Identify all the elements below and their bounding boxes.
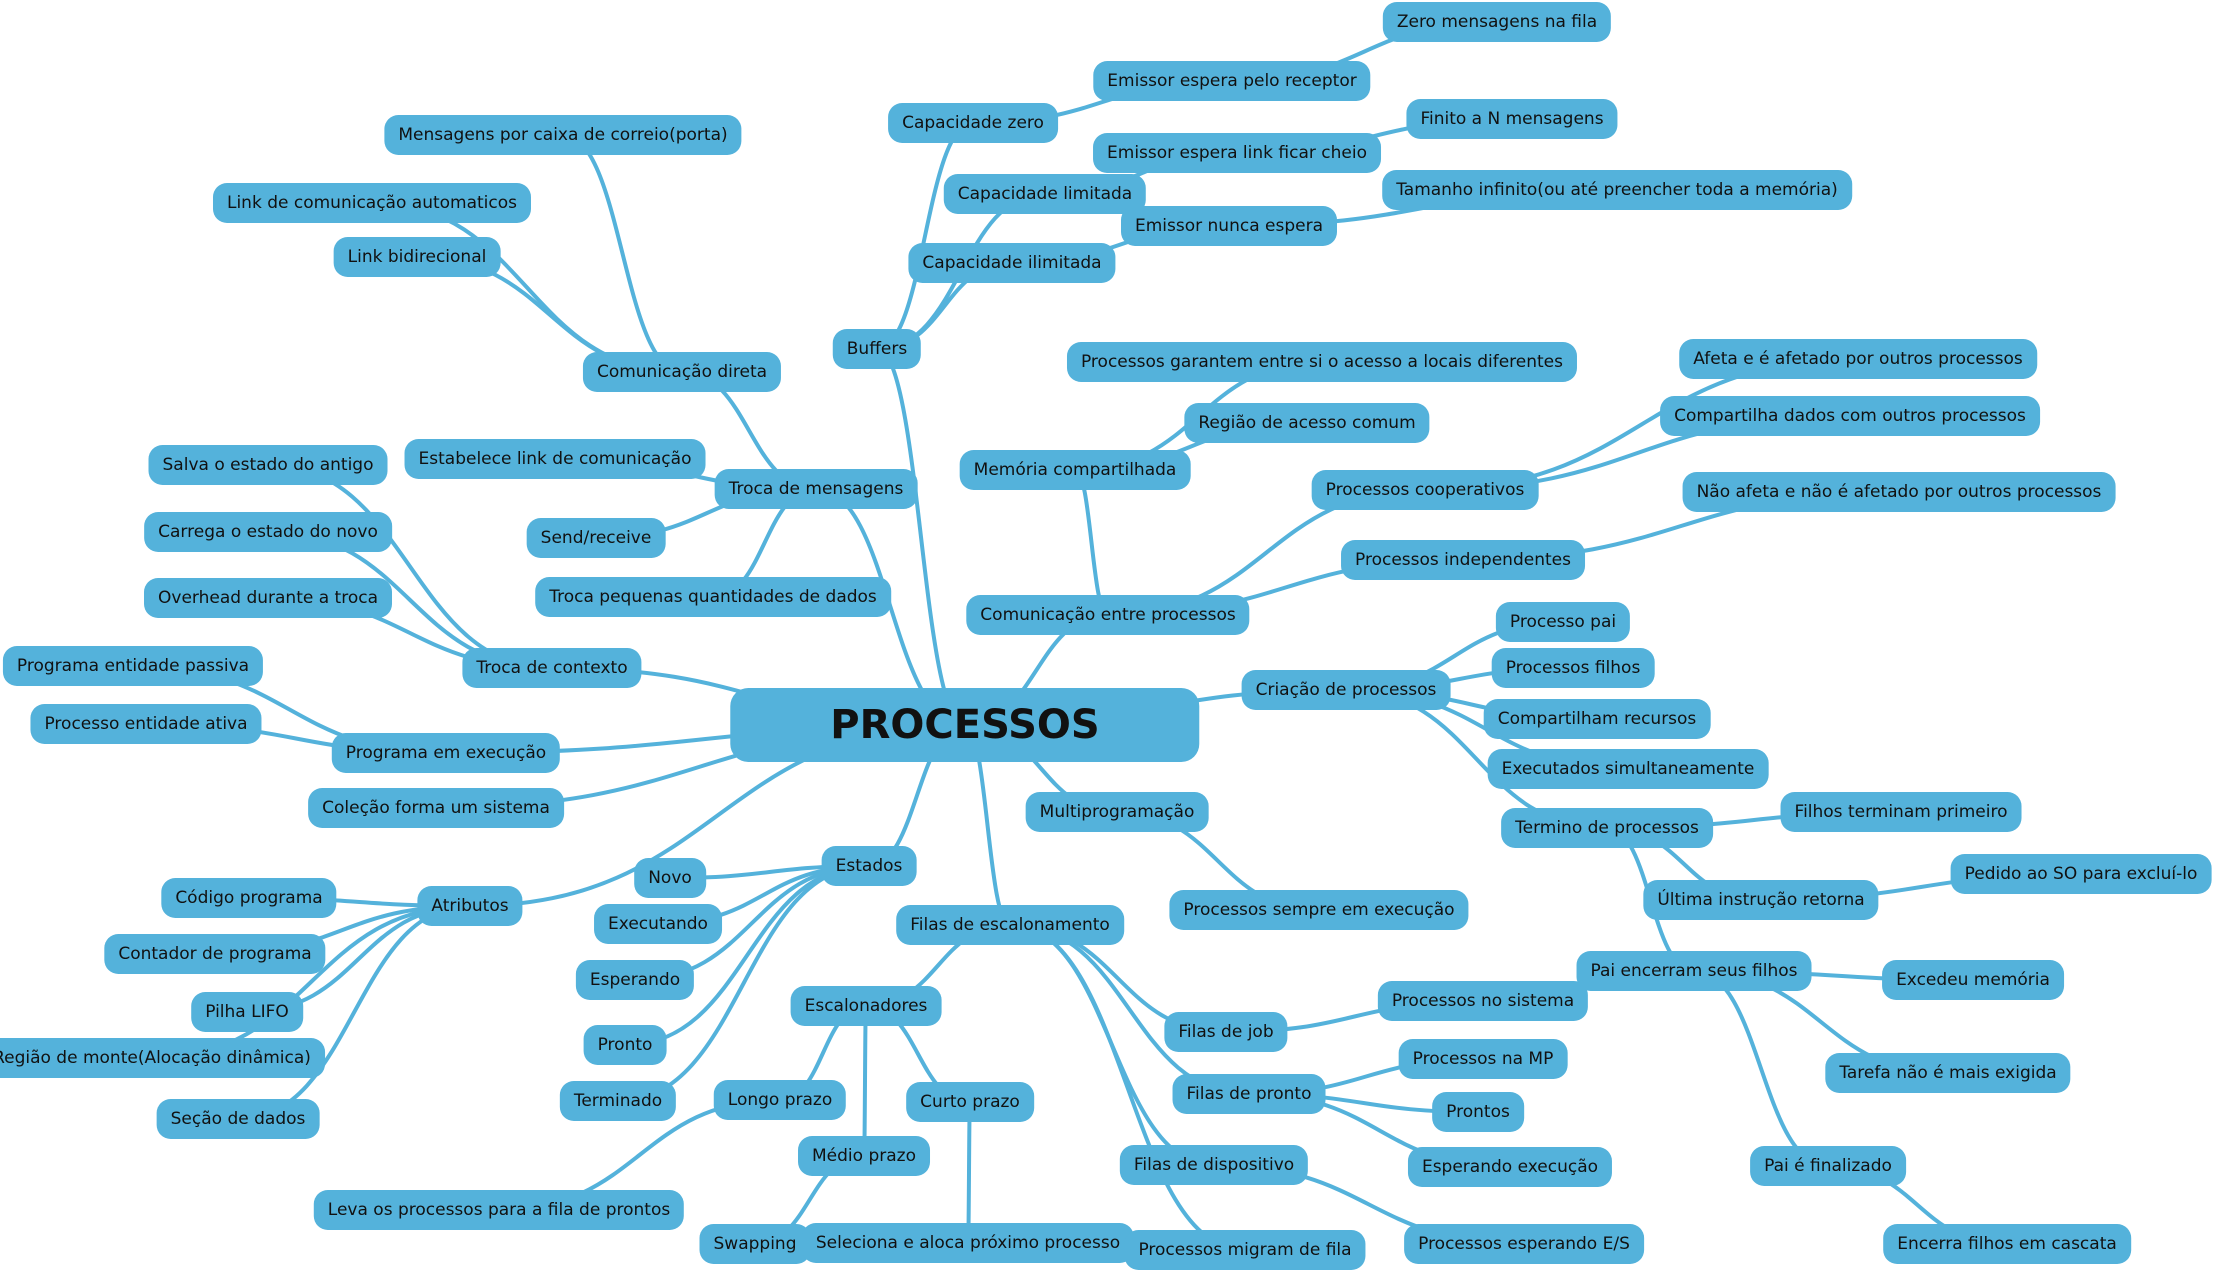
- topic-node-comp-rec: Compartilham recursos: [1483, 699, 1711, 739]
- topic-node-termino: Termino de processos: [1501, 808, 1713, 848]
- connector-filas-pronto: [1008, 923, 1251, 1096]
- topic-node-mem-comp: Memória compartilhada: [959, 450, 1191, 490]
- topic-node-pai-encerram: Pai encerram seus filhos: [1576, 951, 1812, 991]
- connector-link-auto: [370, 201, 684, 374]
- topic-node-emissor-receptor: Emissor espera pelo receptor: [1093, 61, 1371, 101]
- connector-msg-caixa: [561, 133, 684, 374]
- topic-node-exec-sim: Executados simultaneamente: [1487, 749, 1769, 789]
- topic-node-seleciona: Seleciona e aloca próximo processo: [801, 1223, 1135, 1263]
- topic-node-troca-peq: Troca pequenas quantidades de dados: [535, 577, 891, 617]
- connector-regiao-monte: [150, 904, 472, 1060]
- topic-node-proc-coop: Processos cooperativos: [1311, 470, 1539, 510]
- topic-node-link-bi: Link bidirecional: [333, 237, 501, 277]
- topic-node-executando: Executando: [594, 904, 722, 944]
- topic-node-proc-sistema: Processos no sistema: [1377, 981, 1589, 1021]
- topic-node-regiao-comum: Região de acesso comum: [1184, 403, 1430, 443]
- topic-node-prontos: Prontos: [1432, 1092, 1524, 1132]
- topic-node-medio: Médio prazo: [798, 1136, 930, 1176]
- topic-node-carrega: Carrega o estado do novo: [144, 512, 392, 552]
- topic-node-cap-limitada: Capacidade limitada: [943, 174, 1147, 214]
- topic-node-troca-ctx: Troca de contexto: [462, 648, 642, 688]
- topic-node-filas-pronto: Filas de pronto: [1172, 1074, 1326, 1114]
- topic-node-multiprog: Multiprogramação: [1025, 792, 1209, 832]
- topic-node-encerra: Encerra filhos em cascata: [1883, 1224, 2131, 1264]
- connector-mem-comp: [1073, 468, 1110, 617]
- topic-node-com-proc: Comunicação entre processos: [966, 595, 1250, 635]
- topic-node-longo: Longo prazo: [713, 1080, 847, 1120]
- topic-node-excedeu: Excedeu memória: [1882, 960, 2064, 1000]
- topic-node-com-direta: Comunicação direta: [582, 352, 782, 392]
- topic-node-garantem: Processos garantem entre si o acesso a l…: [1066, 342, 1578, 382]
- connector-buffers: [875, 347, 967, 727]
- topic-node-msg-caixa: Mensagens por caixa de correio(porta): [384, 115, 742, 155]
- topic-node-prog-passiva: Programa entidade passiva: [2, 646, 264, 686]
- topic-node-prog-exec: Programa em execução: [331, 733, 561, 773]
- topic-node-cap-zero: Capacidade zero: [888, 103, 1058, 143]
- topic-node-proc-mp: Processos na MP: [1398, 1039, 1568, 1079]
- topic-node-regiao-monte: Região de monte(Alocação dinâmica): [0, 1038, 325, 1078]
- connector-medio: [862, 1004, 868, 1158]
- topic-node-pilha: Pilha LIFO: [191, 992, 303, 1032]
- topic-node-leva-proc: Leva os processos para a fila de prontos: [313, 1190, 685, 1230]
- topic-node-colecao: Coleção forma um sistema: [308, 788, 564, 828]
- topic-node-terminado: Terminado: [559, 1081, 677, 1121]
- topic-node-estabelece: Estabelece link de comunicação: [404, 439, 706, 479]
- topic-node-cod-prog: Código programa: [161, 878, 337, 918]
- topic-node-finito: Finito a N mensagens: [1406, 99, 1618, 139]
- topic-node-filas-esc: Filas de escalonamento: [896, 905, 1124, 945]
- topic-node-proc-indep: Processos independentes: [1341, 540, 1585, 580]
- topic-node-estados: Estados: [821, 846, 917, 886]
- topic-node-tam-infinito: Tamanho infinito(ou até preencher toda a…: [1382, 170, 1852, 210]
- topic-node-filhos-term: Filhos terminam primeiro: [1780, 792, 2022, 832]
- topic-node-novo: Novo: [634, 858, 706, 898]
- topic-node-proc-es: Processos esperando E/S: [1404, 1224, 1644, 1264]
- topic-node-afeta: Afeta e é afetado por outros processos: [1679, 339, 2037, 379]
- topic-node-compartilha: Compartilha dados com outros processos: [1660, 396, 2040, 436]
- topic-node-proc-filhos: Processos filhos: [1491, 648, 1655, 688]
- topic-node-filas-disp: Filas de dispositivo: [1119, 1145, 1309, 1185]
- topic-node-proc-pai: Processo pai: [1495, 602, 1631, 642]
- topic-node-overhead: Overhead durante a troca: [144, 578, 392, 618]
- topic-node-buffers: Buffers: [832, 329, 922, 369]
- topic-node-salva: Salva o estado do antigo: [148, 445, 388, 485]
- topic-node-emissor-nunca: Emissor nunca espera: [1121, 206, 1337, 246]
- topic-node-contador: Contador de programa: [104, 934, 326, 974]
- root-node: PROCESSOS: [730, 688, 1200, 762]
- connector-salva: [266, 463, 554, 670]
- topic-node-troca-msg: Troca de mensagens: [714, 469, 918, 509]
- topic-node-esp-exec: Esperando execução: [1407, 1147, 1613, 1187]
- topic-node-proc-migram: Processos migram de fila: [1124, 1230, 1366, 1270]
- topic-node-link-auto: Link de comunicação automaticos: [212, 183, 532, 223]
- topic-node-ultima-instr: Última instrução retorna: [1643, 880, 1879, 920]
- topic-node-nao-afeta: Não afeta e não é afetado por outros pro…: [1682, 472, 2116, 512]
- topic-node-cap-ilimitada: Capacidade ilimitada: [908, 243, 1116, 283]
- topic-node-escalonadores: Escalonadores: [790, 986, 942, 1026]
- topic-node-swapping: Swapping: [699, 1224, 811, 1264]
- topic-node-pai-finalizado: Pai é finalizado: [1750, 1146, 1906, 1186]
- topic-node-esperando: Esperando: [575, 960, 695, 1000]
- topic-node-pedido-so: Pedido ao SO para excluí-lo: [1950, 854, 2212, 894]
- topic-node-pronto: Pronto: [583, 1025, 667, 1065]
- topic-node-tarefa: Tarefa não é mais exigida: [1825, 1053, 2071, 1093]
- connector-cap-zero: [875, 121, 975, 351]
- topic-node-secao-dados: Seção de dados: [156, 1099, 320, 1139]
- topic-node-zero-msg: Zero mensagens na fila: [1382, 2, 1612, 42]
- topic-node-curto: Curto prazo: [906, 1082, 1034, 1122]
- topic-node-send-receive: Send/receive: [526, 518, 666, 558]
- topic-node-proc-ativa: Processo entidade ativa: [30, 704, 262, 744]
- topic-node-criacao: Criação de processos: [1241, 670, 1451, 710]
- connector-pai-finalizado: [1692, 969, 1830, 1168]
- topic-node-filas-job: Filas de job: [1164, 1012, 1288, 1052]
- topic-node-emissor-link: Emissor espera link ficar cheio: [1093, 133, 1381, 173]
- connector-seleciona: [966, 1100, 972, 1245]
- topic-node-atributos: Atributos: [417, 886, 523, 926]
- topic-node-sempre-exec: Processos sempre em execução: [1169, 890, 1469, 930]
